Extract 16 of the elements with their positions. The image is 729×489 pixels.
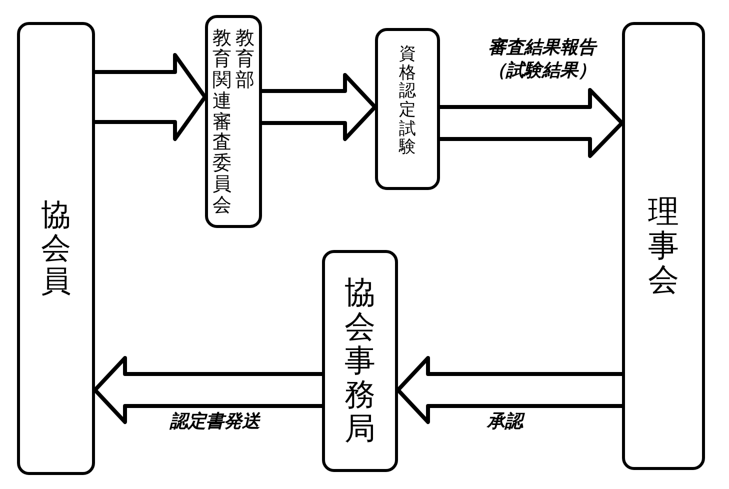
block-arrow <box>260 73 377 141</box>
node-text: 理事会 <box>648 194 679 298</box>
node-text: 教育部 <box>236 28 254 91</box>
block-arrow <box>93 356 324 424</box>
node-text: 資格認定試験 <box>399 45 416 158</box>
process-box <box>375 28 440 190</box>
block-arrow <box>396 356 624 424</box>
block-arrow <box>438 88 624 158</box>
node-text: 教育関連審査委員会 <box>212 28 232 216</box>
block-arrow <box>93 53 207 141</box>
process-box <box>17 22 95 475</box>
node-text: 協会員 <box>41 199 71 298</box>
process-box <box>622 22 705 470</box>
process-box <box>205 15 262 228</box>
node-text: 協会事務局 <box>344 276 376 446</box>
process-box <box>322 250 398 472</box>
